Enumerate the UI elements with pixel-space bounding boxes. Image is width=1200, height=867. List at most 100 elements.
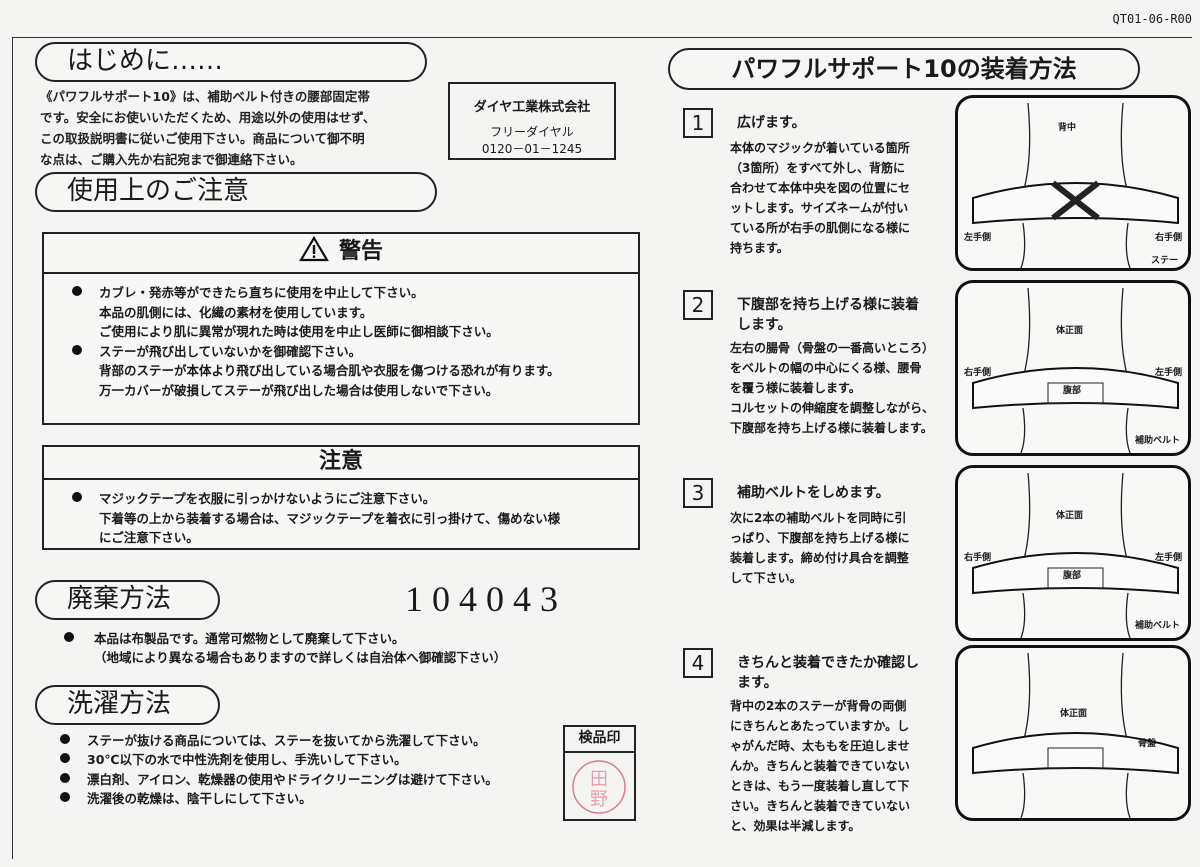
step-body-line: して下さい。 (730, 571, 802, 585)
svg-text:野: 野 (590, 789, 608, 810)
company-name: ダイヤ工業株式会社 (473, 100, 591, 115)
illustration-label-left: 右手側 (964, 553, 992, 563)
body-belt-drawing (972, 287, 1179, 453)
step-4-illustration: 体正面骨盤 (955, 645, 1191, 821)
bullet-icon (60, 734, 70, 744)
intro-line: この取扱説明書に従いご使用下さい。商品について御不明 (40, 131, 365, 146)
section-title-intro: はじめに…… (35, 42, 427, 82)
warning-triangle-icon (299, 235, 329, 262)
step-body-line: ときは、もう一度装着し直して下 (730, 779, 910, 793)
bullet-icon (60, 772, 70, 783)
body-belt-drawing (972, 652, 1179, 818)
step-body: 次に2本の補助ベルトを同時に引っぱり、下腹部を持ち上げる様に装着します。締め付け… (730, 508, 910, 588)
intro-line: です。安全にお使いいただくため、用途以外の使用はせず、 (40, 110, 376, 125)
list-line: （地域により異なる場合もありますので詳しくは自治体へ御確認下さい） (94, 650, 507, 666)
step-body-line: ゃがんだ時、太ももを圧迫しませ (730, 739, 910, 753)
step-body-line: さい。きちんと装着できていない (730, 799, 911, 813)
section-title-disposal: 廃棄方法 (35, 580, 220, 620)
section-title-howto: パワフルサポート10の装着方法 (668, 48, 1140, 90)
step-3-illustration: 体正面右手側 左手側腹部補助ベルト (955, 465, 1191, 641)
disposal-lines: 本品は布製品です。通常可燃物として廃棄して下さい。 （地域により異なる場合もありま… (42, 628, 602, 672)
step-2-illustration: 体正面右手側左手側腹部補助ベルト (955, 280, 1191, 456)
illustration-label-top: 体正面 (1056, 326, 1084, 336)
step-body-line: んか。きちんと装着できていない (730, 759, 910, 773)
intro-line: 《パワフルサポート10》は、補助ベルト付きの腰部固定帯 (40, 89, 370, 104)
illustration-label-right: 左手側 (1154, 553, 1182, 563)
bullet-icon (60, 791, 70, 802)
document-code: QT01-06-R00 (1112, 12, 1192, 26)
illustration-label-right: 骨盤 (1138, 739, 1157, 749)
intro-line: な点は、ご購入先か右記宛まで御連絡下さい。 (40, 152, 303, 167)
bullet-icon (60, 753, 70, 764)
warning-title: 警告 (338, 239, 383, 264)
inspection-label: 検品印 (565, 727, 634, 753)
section-title-washing: 洗濯方法 (35, 685, 220, 725)
illustration-label-center: 腹部 (1063, 386, 1082, 396)
step-body-line: （3箇所）をすべて外し、背筋に (730, 161, 906, 175)
company-box: ダイヤ工業株式会社 フリーダイヤル 0120－01－1245 (448, 82, 616, 160)
caution-box: 注意 マジックテープを衣服に引っかけないようにご注意下さい。下着等の上から装着す… (42, 445, 640, 550)
illustration-label-left: 右手側 (964, 368, 992, 378)
illustration-label-center: 腹部 (1063, 571, 1082, 581)
step-body: 背中の2本のステーが背骨の両側にきちんとあたっていますか。しゃがんだ時、太ももを… (730, 696, 910, 836)
step-title: 補助ベルトをしめます。 (737, 485, 890, 501)
step-body: 本体のマジックが着いている箇所 （3箇所）をすべて外し、背筋に合わせて本体中央を図… (730, 138, 910, 258)
step-title-cont: ます。 (737, 675, 778, 691)
section-title-precautions: 使用上のご注意 (35, 172, 437, 212)
caution-title: 注意 (44, 447, 638, 480)
step-body-line: をベルトの幅の中心にくる様、腰骨 (730, 361, 922, 375)
bullet-icon (72, 286, 82, 296)
step-body-line: 次に2本の補助ベルトを同時に引 (730, 511, 907, 525)
step-title: きちんと装着できたか確認し (737, 655, 919, 671)
step-body-line: 本体のマジックが着いている箇所 (730, 141, 910, 155)
list-line: 30℃以下の水で中性洗剤を使用し、手洗いして下さい。 (87, 752, 407, 768)
inspection-seal: 田野 (572, 760, 626, 814)
illustration-label-bottom: 補助ベルト (1134, 436, 1180, 446)
notice-line: 下着等の上から装着する場合は、マジックテープを着衣に引っ掛けて、傷めない様 (99, 510, 561, 526)
notice-line: ステーが飛び出していないかを御確認下さい。 (99, 343, 362, 359)
company-phone: 0120－01－1245 (481, 142, 583, 156)
step-body-line: ている所が右手の肌側になる様に (730, 221, 911, 235)
illustration-label-top: 体正面 (1060, 709, 1088, 719)
inspection-stamp-box: 検品印 田野 (563, 725, 636, 821)
notice-line: ご使用により肌に異常が現れた時は使用を中止し医師に御相談下さい。 (99, 324, 499, 339)
warning-box: 警告 カブレ・発赤等ができたら直ちに使用を中止して下さい。本品の肌側には、化繊の… (42, 232, 640, 425)
notice-line: 万一カバーが破損してステーが飛び出した場合は使用しないで下さい。 (99, 382, 499, 398)
illustration-label-bottom: 補助ベルト (1134, 621, 1180, 631)
step-number-4: 4 (683, 648, 713, 678)
bullet-icon (64, 632, 74, 642)
step-body-line: 下腹部を持ち上げる様に装着します。 (730, 421, 933, 435)
lot-number: 104043 (405, 579, 567, 619)
illustration-label-left: 左手側 (964, 233, 992, 243)
notice-line: カブレ・発赤等ができたら直ちに使用を中止して下さい。 (99, 285, 424, 300)
step-number-1: 1 (683, 108, 713, 138)
body-belt-drawing (972, 102, 1179, 268)
list-line: 漂白剤、アイロン、乾燥器の使用やドライクリーニングは避けて下さい。 (87, 771, 498, 787)
step-body-line: と、効果は半減します。 (730, 819, 861, 833)
intro-text: 《パワフルサポート10》は、補助ベルト付きの腰部固定帯です。安全にお使いいただく… (40, 86, 375, 170)
step-body-line: 背中の2本のステーが背骨の両側 (730, 699, 907, 713)
step-number-2: 2 (683, 290, 713, 320)
illustration-label-bottom: ステー (1150, 256, 1178, 266)
body-belt-drawing (972, 472, 1179, 638)
step-body-line: 合わせて本体中央を図の位置にセ (730, 181, 911, 195)
notice-line: マジックテープを衣服に引っかけないようにご注意下さい。 (99, 491, 436, 506)
notice-line: 本品の肌側には、化繊の素材を使用しています。 (99, 304, 373, 320)
free-dial-label: フリーダイヤル (490, 125, 574, 139)
step-body-line: っぱり、下腹部を持ち上げる様に (730, 531, 910, 545)
step-title: 広げます。 (737, 115, 806, 131)
step-title-cont: します。 (737, 317, 792, 333)
step-body-line: にきちんとあたっていますか。し (730, 719, 910, 733)
washing-lines: ステーが抜ける商品については、ステーを抜いてから洗濯して下さい。30℃以下の水で… (32, 730, 552, 810)
step-number-3: 3 (683, 478, 713, 508)
illustration-label-top: 体正面 (1056, 511, 1084, 521)
step-body-line: 装着します。締め付け具合を調整 (730, 551, 909, 565)
step-body-line: 左右の腸骨（骨盤の一番高いところ） (730, 341, 935, 355)
warning-header: 警告 (44, 234, 638, 274)
illustration-label-top: 背中 (1058, 123, 1077, 133)
step-body-line: コルセットの伸縮度を調整しながら、 (730, 401, 935, 415)
notice-line: にご注意下さい。 (99, 530, 199, 545)
list-line: 本品は布製品です。通常可燃物として廃棄して下さい。 (94, 631, 405, 646)
notice-line: 背部のステーが本体より飛び出している場合肌や衣服を傷つける恐れが有ります。 (99, 363, 560, 378)
step-body-line: を覆う様に装着します。 (730, 381, 861, 395)
